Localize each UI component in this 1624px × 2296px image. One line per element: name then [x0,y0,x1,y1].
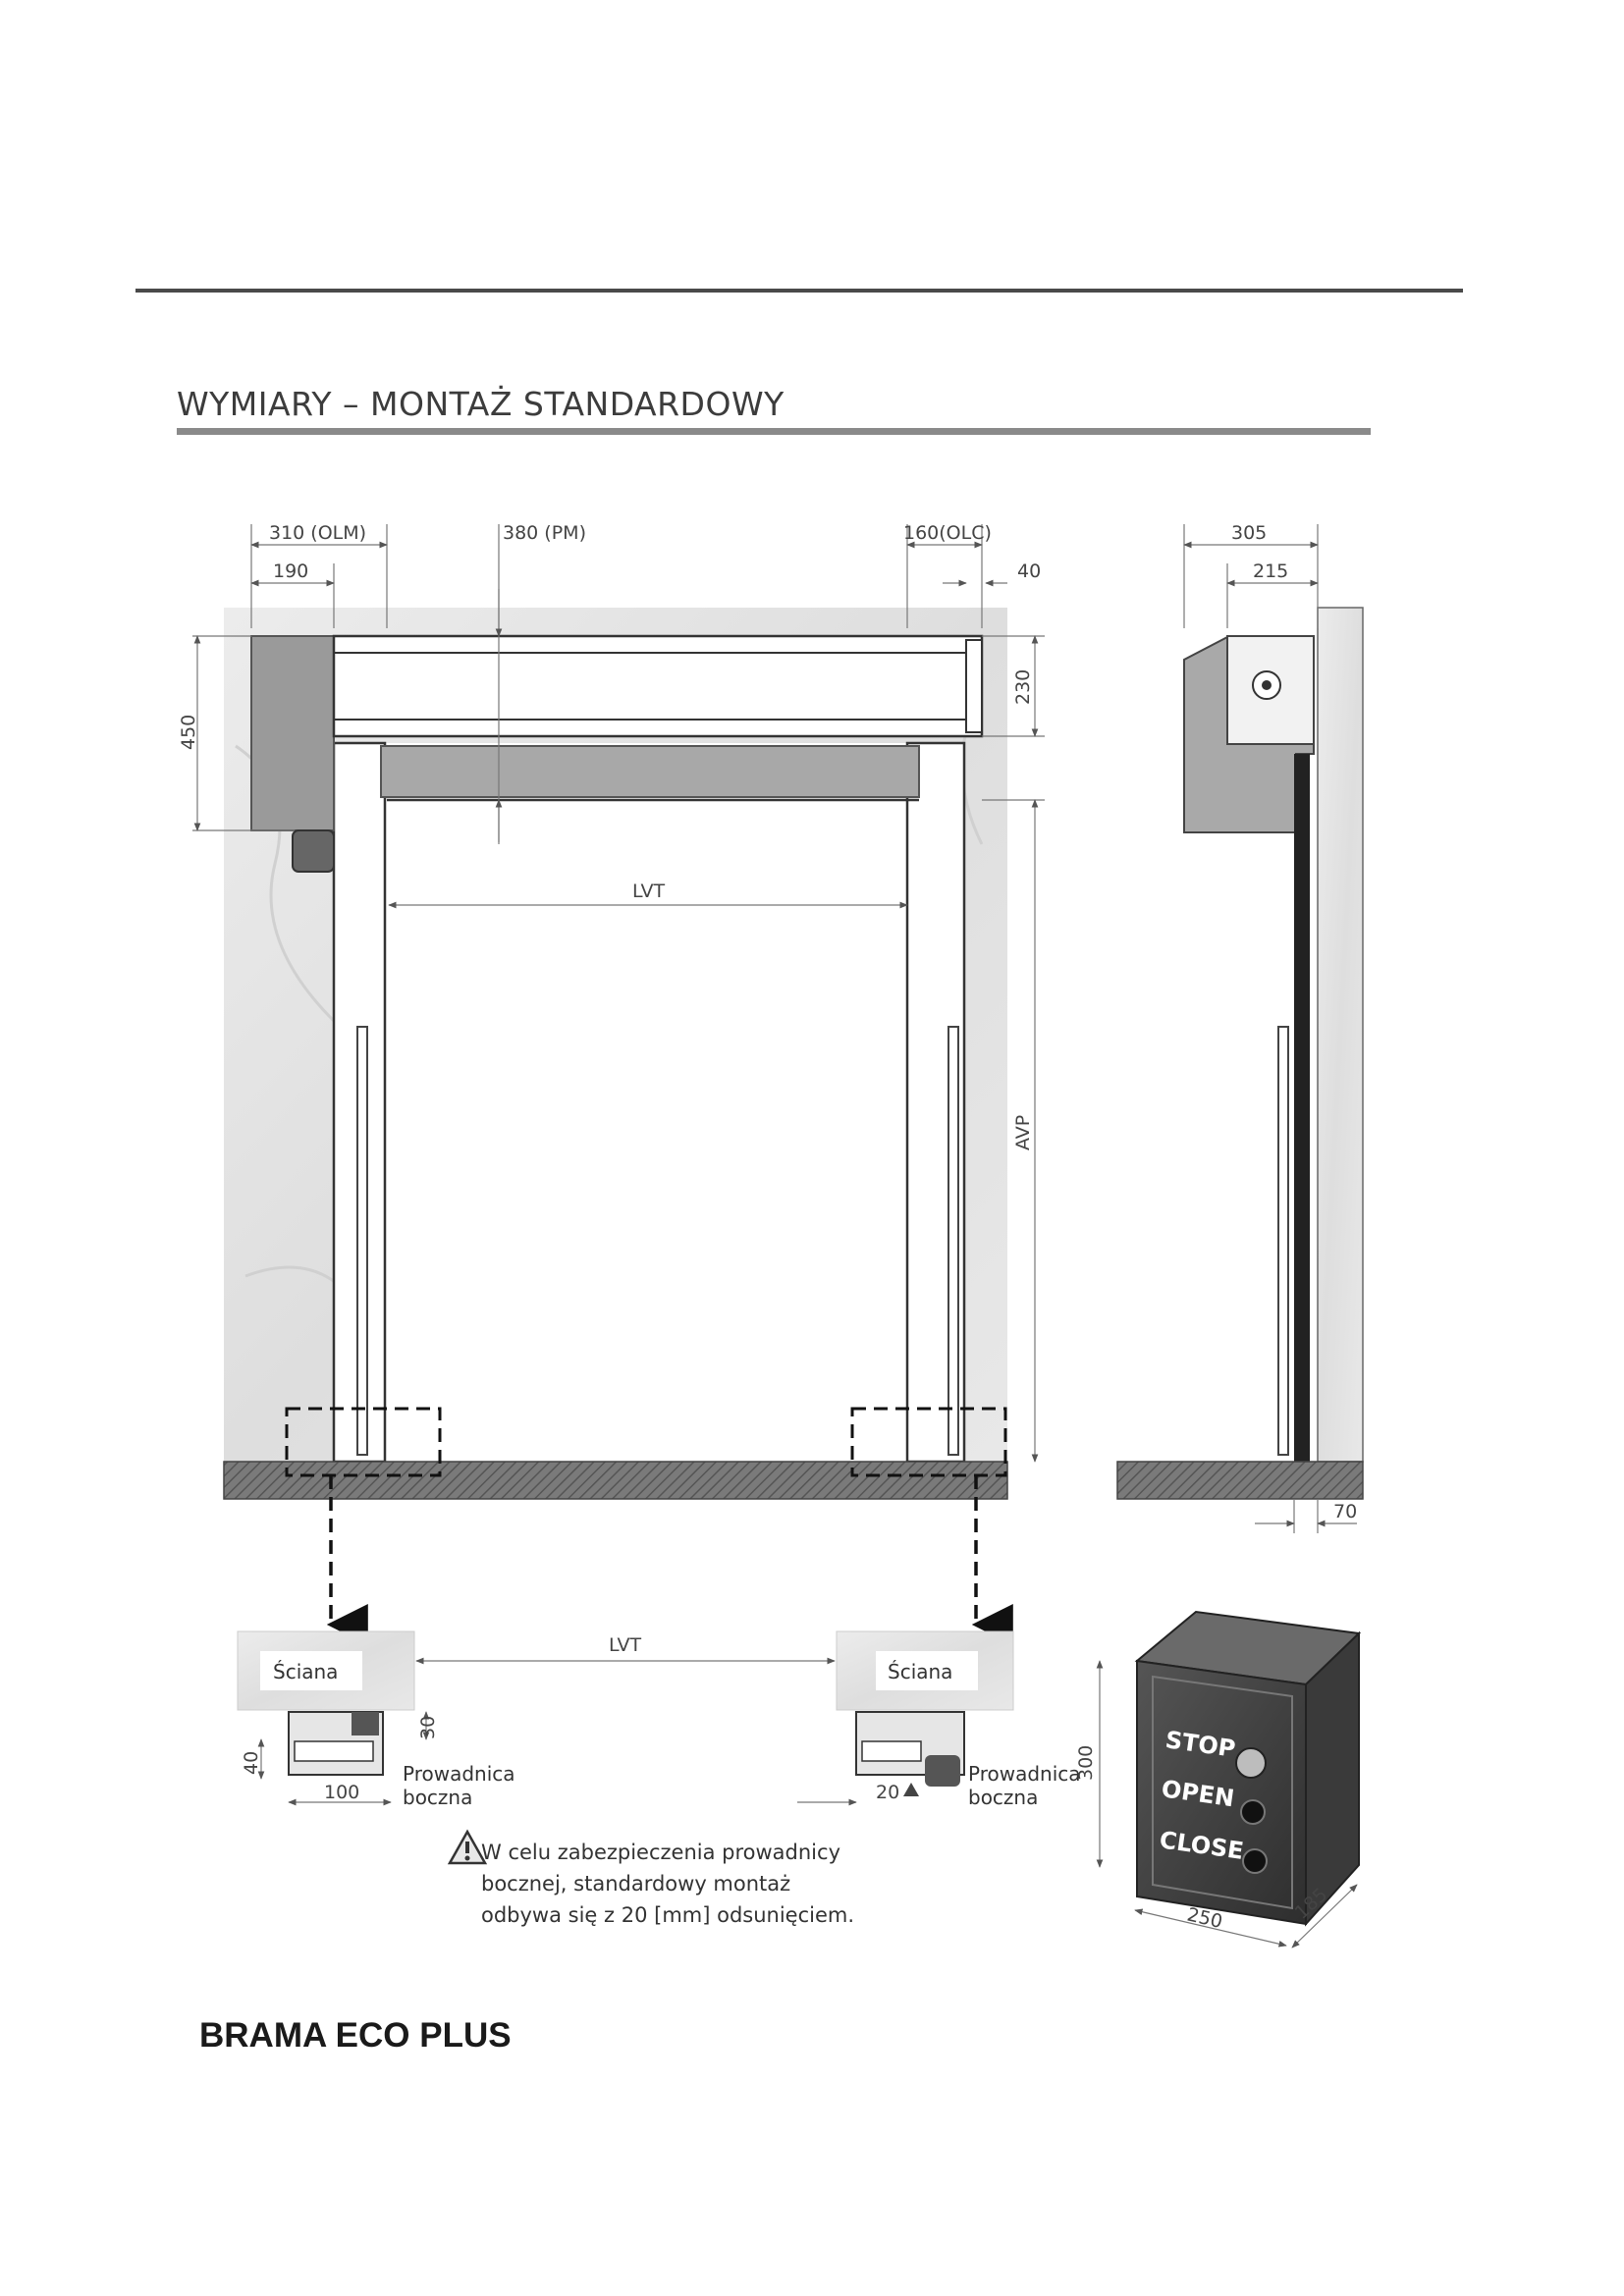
motor-housing [250,635,335,831]
side-dim-inner: 215 [1253,561,1288,582]
warning-note: W celu zabezpieczenia prowadnicy bocznej… [447,1829,854,1927]
close-button [1242,1848,1268,1874]
side-guide [1294,754,1310,1462]
left-detail: Ściana 30 40 100 Prowadnica boczna [237,1630,515,1809]
front-view: 310 (OLM) 190 380 (PM) 160(OLC) 40 450 2… [178,522,1045,1500]
motor-unit [292,829,335,873]
open-button [1240,1799,1266,1825]
right-wall-label: Ściana [888,1660,952,1683]
left-wall-label: Ściana [273,1660,338,1683]
left-dim-100: 100 [324,1782,359,1803]
dim-center: 380 (PM) [503,522,586,544]
head-drum [332,634,984,738]
product-name: BRAMA ECO PLUS [199,2016,512,2055]
right-dim-20: 20 [876,1782,899,1803]
right-guide-label-2: boczna [968,1786,1038,1809]
left-guide-label-1: Prowadnica [403,1762,515,1786]
warning-line-2: bocznej, standardowy montaż [481,1872,790,1896]
detail-box-left [285,1407,442,1477]
detail-lvt-label: LVT [609,1634,641,1656]
detail-box-right [850,1407,1007,1477]
warning-line-1: W celu zabezpieczenia prowadnicy [481,1841,840,1864]
warning-line-3: odbywa się z 20 [mm] odsunięciem. [481,1903,854,1927]
door-opening [334,743,964,1462]
dim-left-motor: 310 (OLM) [269,522,366,544]
left-sensor [356,1026,368,1456]
lvt-label: LVT [632,881,665,902]
dim-head-height: 450 [178,715,199,750]
control-box: STOP OPEN CLOSE 300 250 185 [1075,1610,1362,1949]
section-title: WYMIARY – MONTAŻ STANDARDOWY [177,385,785,423]
side-dim-bottom: 70 [1333,1501,1357,1522]
side-wall [1317,607,1364,1463]
right-guide-label-1: Prowadnica [968,1762,1081,1786]
left-guide-label-2: boczna [403,1786,472,1809]
stop-button [1235,1747,1267,1779]
right-detail: Ściana 20 Prowadnica boczna [797,1630,1081,1809]
dim-left-inner: 190 [273,561,308,582]
front-floor [223,1461,1008,1500]
box-dim-height: 300 [1075,1745,1097,1781]
title-underline [177,428,1371,435]
side-view: 305 215 70 [1116,522,1364,1533]
top-rule [135,289,1463,293]
right-sensor [947,1026,959,1456]
left-dim-40: 40 [241,1751,262,1775]
dim-drum-height: 230 [1012,669,1034,705]
left-dim-30: 30 [417,1716,439,1739]
dim-right-small: 40 [1017,561,1041,582]
curtain-top [380,745,920,798]
side-dim-total: 305 [1231,522,1267,544]
avp-label: AVP [1012,1115,1034,1150]
dim-right: 160(OLC) [903,522,992,544]
right-dim-warning-icon [903,1783,919,1796]
side-floor [1116,1461,1364,1500]
